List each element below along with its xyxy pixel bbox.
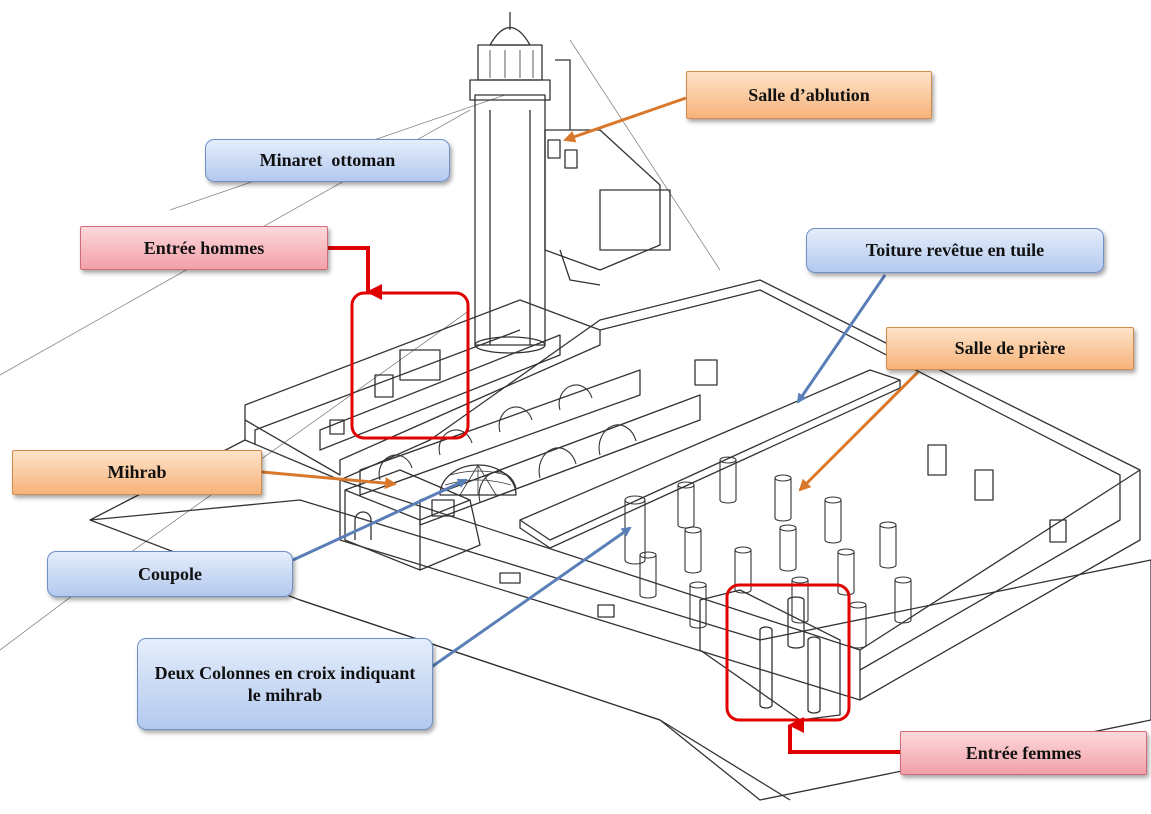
- entree-hommes-box: [350, 291, 470, 440]
- entree-femmes-arrow: [788, 717, 905, 754]
- label-mihrab: Mihrab: [12, 450, 262, 495]
- label-coupole: Coupole: [47, 551, 293, 597]
- label-entree-femmes: Entrée femmes: [900, 731, 1147, 775]
- label-deux-colonnes: Deux Colonnes en croix indiquant le mihr…: [137, 638, 433, 730]
- arrows: [261, 96, 920, 754]
- mihrab-arrow: [261, 470, 397, 490]
- toiture-arrow: [796, 274, 887, 404]
- label-toiture: Toiture revêtue en tuile: [806, 228, 1104, 273]
- entree-hommes-arrow: [328, 246, 382, 300]
- label-salle-priere: Salle de prière: [886, 327, 1134, 370]
- salle-ablution-arrow: [563, 96, 687, 143]
- coupole-arrow: [292, 478, 468, 562]
- label-entree-hommes: Entrée hommes: [80, 226, 328, 270]
- deux-colonnes-arrow: [429, 526, 632, 670]
- label-salle-ablution: Salle d’ablution: [686, 71, 932, 119]
- salle-priere-arrow: [798, 370, 920, 492]
- label-minaret: Minaret ottoman: [205, 139, 450, 182]
